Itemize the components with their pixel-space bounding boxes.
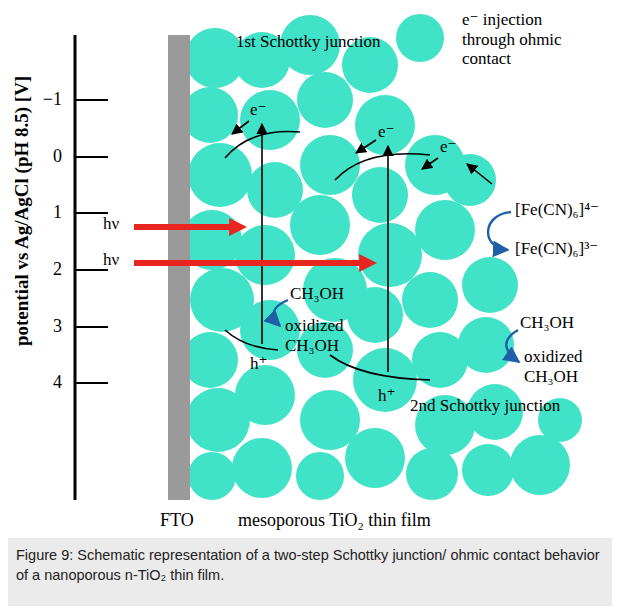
junction-label: 2nd Schottky junction [410, 396, 560, 416]
tio2-particle [444, 154, 496, 206]
tio2-particle [300, 135, 360, 195]
oxidized-methanol-label: oxidized CH₃OH [524, 347, 604, 386]
tio2-particle [296, 452, 344, 500]
axis-tick [75, 212, 108, 214]
electron-label: e⁻ [440, 137, 457, 157]
tick-label: 4 [22, 372, 62, 393]
tio2-particle [462, 257, 518, 313]
tick-label: 1 [22, 202, 62, 223]
axis-ticks [75, 100, 108, 383]
hole-label: h⁺ [378, 386, 395, 406]
axis-tick [75, 99, 108, 101]
axis-title: potential vs Ag/AgCl (pH 8.5) [V] [11, 11, 33, 411]
electron-label: e⁻ [250, 100, 267, 120]
potential-axis [74, 35, 77, 500]
fto-layer [168, 35, 190, 500]
tick-label: 3 [22, 316, 62, 337]
band-edges [225, 132, 430, 380]
electron-arrows [232, 121, 492, 372]
redox-species: [Fe(CN)₆]³⁻ [515, 239, 598, 259]
light-arrows [134, 227, 370, 263]
tio2-particle [347, 287, 403, 343]
tio2-particle [396, 14, 444, 62]
tio2-particle [415, 200, 475, 260]
axis-tick [75, 156, 108, 158]
tio2-particle [297, 72, 353, 128]
tio2-particle [406, 448, 458, 500]
tio2-particle [402, 272, 458, 328]
tick-label: −1 [22, 89, 62, 110]
tio2-particle [358, 223, 422, 287]
photon-label: hν [103, 250, 119, 270]
methanol-label: CH₃OH [290, 284, 344, 304]
tio2-particle [188, 452, 236, 500]
tio2-particle [462, 444, 514, 496]
redox-species: [Fe(CN)₆]⁴⁻ [515, 200, 599, 220]
tio2-particle [345, 428, 405, 488]
junction-label: 1st Schottky junction [236, 32, 381, 52]
electron-label: e⁻ [378, 122, 395, 142]
redox-arrows [274, 212, 519, 362]
photon-label: hν [103, 214, 119, 234]
tick-label: 0 [22, 146, 62, 167]
tio2-particle [182, 87, 238, 143]
tio2-particle [240, 90, 300, 150]
axis-tick [75, 269, 108, 271]
tio2-particle [235, 365, 295, 425]
hole-label: h⁺ [250, 354, 267, 374]
film-label: mesoporous TiO₂ thin film [238, 510, 431, 531]
fto-label: FTO [160, 510, 194, 531]
axis-tick [75, 326, 108, 328]
tio2-particle [188, 143, 252, 207]
tio2-particle [235, 225, 295, 285]
tio2-particle [352, 167, 408, 223]
tio2-particle [182, 332, 238, 388]
tio2-particle [353, 348, 417, 412]
methanol-label: CH₃OH [520, 313, 574, 333]
tio2-particle [355, 95, 415, 155]
oxidized-methanol-label: oxidized CH₃OH [285, 316, 363, 355]
tio2-particle [232, 438, 292, 498]
axis-tick [75, 382, 108, 384]
tick-label: 2 [22, 259, 62, 280]
injection-note: e⁻ injection through ohmic contact [462, 10, 574, 69]
tio2-particle [290, 195, 350, 255]
figure-caption: Figure 9: Schematic representation of a … [16, 546, 604, 585]
tio2-particle [510, 435, 570, 495]
